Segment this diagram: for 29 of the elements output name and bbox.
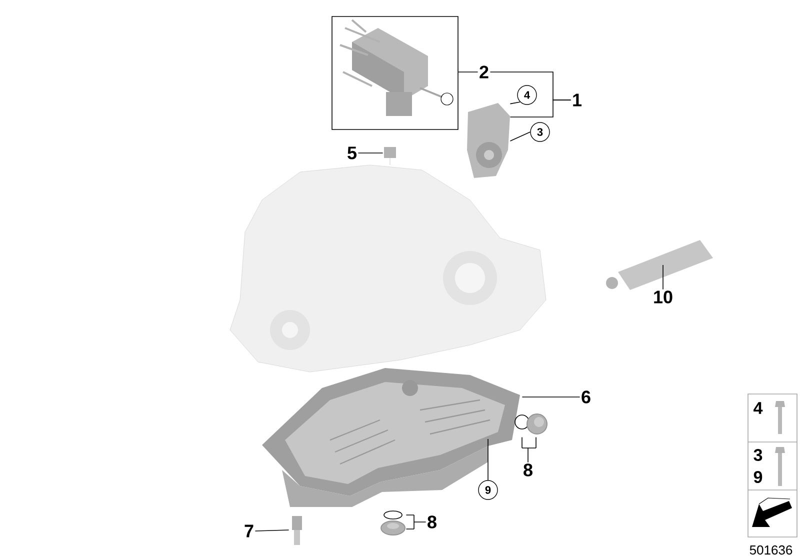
leader-line xyxy=(662,264,664,290)
actuator-motor-drawing xyxy=(332,16,458,130)
leader-line xyxy=(254,530,290,532)
sensor-drawing xyxy=(292,516,302,545)
leader-line xyxy=(510,100,572,118)
cap-drawing xyxy=(384,147,396,166)
callout-number: 1 xyxy=(573,94,582,106)
callout-number: 8 xyxy=(428,516,436,528)
diagram-number: 501636 xyxy=(750,545,792,555)
leader-line xyxy=(522,396,580,398)
drain-plug-drawing xyxy=(380,510,406,536)
leader-line xyxy=(522,436,536,463)
leader-line xyxy=(358,152,384,154)
callout-number: 10 xyxy=(654,290,672,304)
callout-number: 8 xyxy=(524,464,532,476)
part-number: 3 xyxy=(754,448,762,462)
callout-number: 5 xyxy=(348,146,357,160)
callout-number: 2 xyxy=(480,66,488,78)
gear-unit-drawing xyxy=(467,103,510,178)
leader-line xyxy=(406,514,426,530)
leader-line xyxy=(510,102,520,104)
oil-pan-drawing xyxy=(262,368,520,507)
tube-drawing xyxy=(606,240,713,290)
leader-line xyxy=(510,132,531,142)
part-number: 9 xyxy=(754,470,762,484)
part-number: 4 xyxy=(754,402,763,414)
drain-plug-drawing xyxy=(514,414,548,434)
callout-number: 7 xyxy=(244,524,254,538)
callout-number: 6 xyxy=(582,390,590,404)
